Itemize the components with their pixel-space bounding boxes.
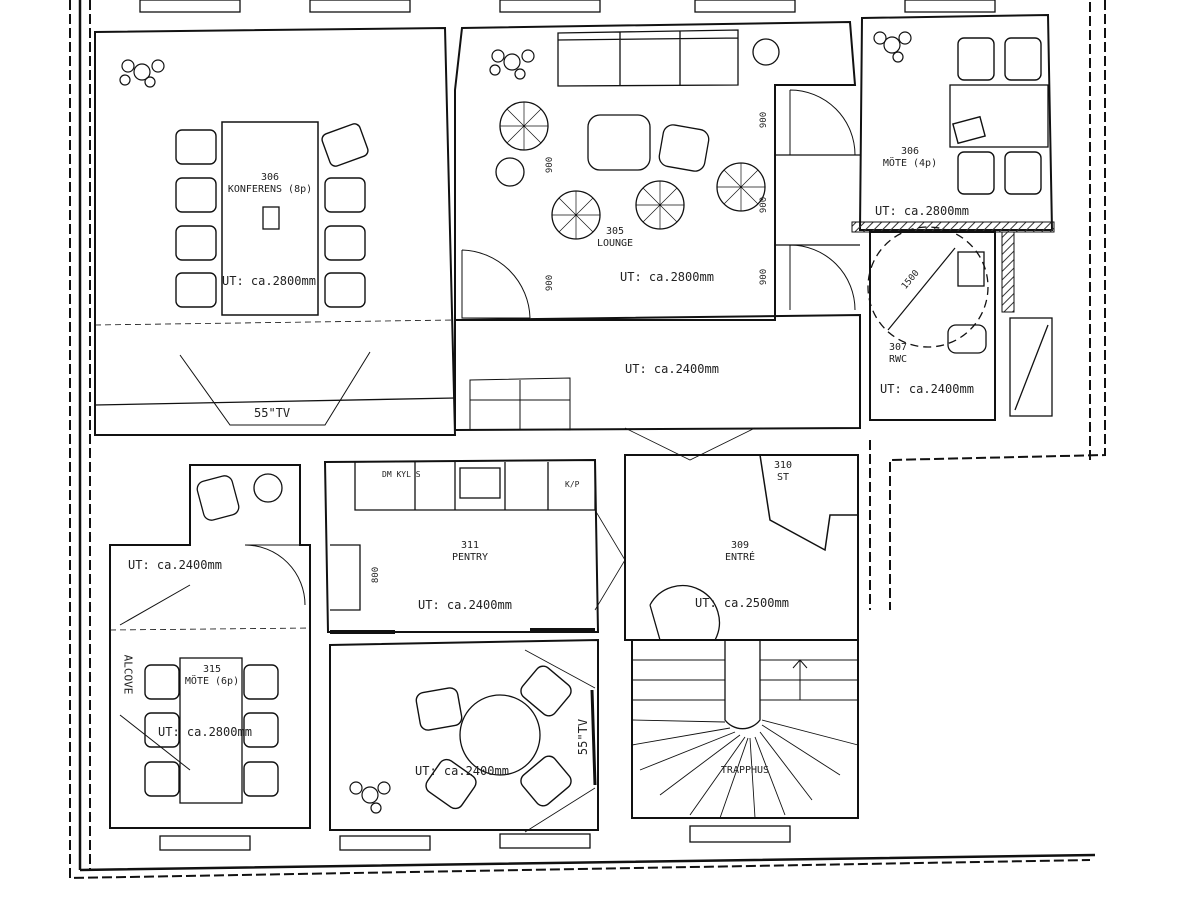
dim-mark: 900	[545, 156, 556, 174]
room-number: 307	[888, 342, 908, 353]
mote6-table	[179, 657, 243, 804]
room-name: ST	[776, 471, 790, 483]
sofa	[557, 29, 739, 87]
ut-konferens: UT: ca.2800mm	[222, 274, 316, 288]
round-table	[459, 694, 541, 776]
plant	[489, 49, 535, 80]
room-name: ENTRÉ	[724, 551, 756, 563]
tv-wall-line	[94, 397, 456, 406]
small-meeting-walls	[329, 638, 599, 831]
mote4-table	[949, 84, 1049, 148]
corridor	[454, 313, 861, 432]
dim-mark: 800	[371, 566, 382, 584]
dim-mark: 900	[759, 268, 770, 286]
tv-label-konferens: 55"TV	[254, 406, 291, 420]
room-number: 306	[900, 146, 920, 157]
chairs-right	[321, 123, 369, 308]
room-number: 305	[605, 226, 625, 237]
ut-corridor: UT: ca.2400mm	[625, 362, 719, 376]
plant	[119, 59, 165, 88]
room-number: 311	[460, 540, 480, 551]
kitchen-unit-label: K/P	[565, 480, 580, 489]
toilet	[947, 324, 987, 354]
conference-table	[221, 121, 319, 316]
dim-mark: 900	[545, 274, 556, 292]
ut-small-meeting: UT: ca.2400mm	[415, 764, 509, 778]
dim-mark: 900	[759, 111, 770, 129]
lounge-table	[587, 114, 651, 171]
hatched-wall	[851, 221, 1055, 233]
konferens-walls	[94, 26, 457, 436]
rwc-walls	[869, 231, 996, 421]
window	[309, 0, 411, 13]
room-name: KONFERENS (8p)	[227, 183, 313, 195]
window	[904, 0, 996, 13]
room-label-mote6: 315 MÖTE (6p)	[172, 664, 252, 687]
room-name: PENTRY	[451, 551, 489, 563]
room-label-mote4: 306 MÖTE (4p)	[870, 146, 950, 169]
ut-lounge: UT: ca.2800mm	[620, 270, 714, 284]
room-number: 315	[202, 664, 222, 675]
lounge-door	[461, 249, 531, 319]
room-label-trapphus: TRAPPHUS	[705, 765, 785, 777]
ut-entre: UT: ca.2500mm	[695, 596, 789, 610]
ut-mote4: UT: ca.2800mm	[875, 204, 969, 218]
kitchen-unit-label: DM KYL S	[382, 470, 421, 479]
lounge-chair	[658, 124, 710, 172]
stairwell	[631, 639, 859, 819]
room-label-konferens: 306 KONFERENS (8p)	[220, 172, 320, 195]
wash-basin	[957, 251, 985, 287]
plant	[349, 781, 391, 814]
room-name: TRAPPHUS	[720, 765, 770, 776]
st-closet	[759, 454, 859, 552]
room-label-st: 310 ST	[768, 460, 798, 483]
room-name: RWC	[888, 353, 908, 365]
armchair	[196, 475, 240, 521]
plant	[873, 31, 912, 63]
window	[139, 0, 241, 13]
stools	[499, 101, 766, 240]
ut-mote6: UT: ca.2800mm	[158, 725, 252, 739]
room-label-entre: 309 ENTRÉ	[705, 540, 775, 563]
ut-rwc: UT: ca.2400mm	[880, 382, 974, 396]
room-name: MÖTE (6p)	[184, 675, 240, 687]
room-label-lounge: 305 LOUNGE	[570, 226, 660, 249]
outer-wall	[78, 0, 1096, 872]
alcove-label: ALCOVE	[121, 654, 135, 695]
tv-label-small: 55"TV	[576, 718, 591, 756]
outer-boundary	[69, 0, 1106, 880]
room-number: 310	[773, 460, 793, 471]
room-name: LOUNGE	[596, 237, 634, 249]
room-number: 306	[260, 172, 280, 183]
ut-west-nook: UT: ca.2400mm	[128, 558, 222, 572]
chairs-left	[175, 129, 217, 308]
room-label-pentry: 311 PENTRY	[430, 540, 510, 563]
screen-area	[179, 351, 371, 426]
room-label-rwc: 307 RWC	[878, 342, 918, 365]
room-name: MÖTE (4p)	[882, 157, 938, 169]
ut-pentry: UT: ca.2400mm	[418, 598, 512, 612]
storage	[469, 377, 571, 431]
turning-circle	[867, 226, 989, 348]
window	[694, 0, 796, 13]
window	[499, 0, 601, 13]
dim-mark: 900	[759, 196, 770, 214]
room-number: 309	[730, 540, 750, 551]
table-speaker	[262, 206, 280, 230]
